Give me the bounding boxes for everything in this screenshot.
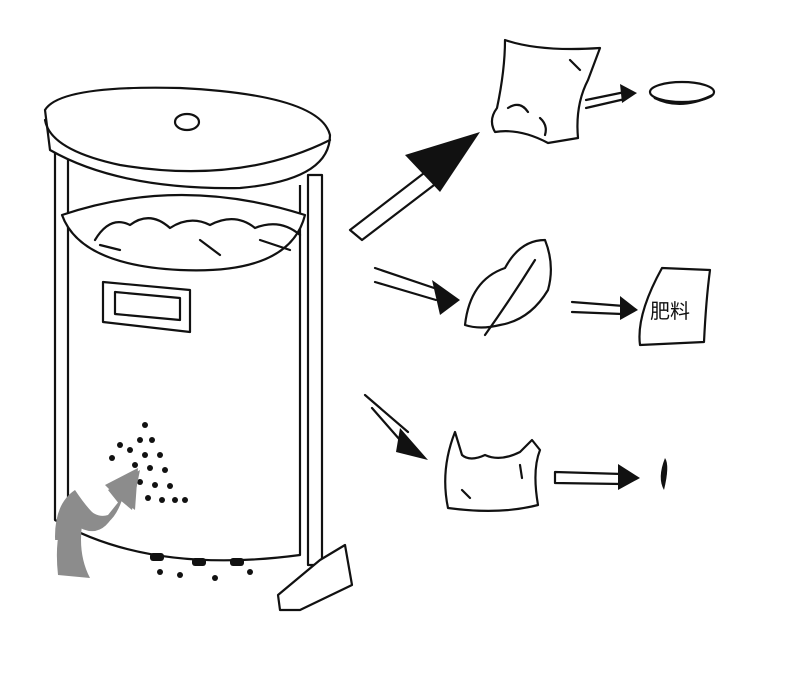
garbage-pile (93, 217, 302, 242)
arrow-to-bag (363, 393, 428, 460)
base-holes (150, 553, 253, 581)
bin-opening (60, 193, 307, 272)
flat-disc-icon (648, 80, 716, 106)
leaf-icon (463, 238, 552, 337)
arrow-leaf-to-fertilizer (570, 300, 626, 316)
bin-pole (306, 173, 324, 567)
foot-pedal (276, 543, 354, 612)
trash-bin (43, 86, 354, 612)
vent-holes (109, 422, 188, 503)
fertilizer-bag: 肥料 (638, 266, 712, 347)
plastic-bag-icon (444, 430, 542, 512)
arrow-to-paper (348, 132, 480, 242)
fertilizer-bag-label: 肥料 (650, 299, 690, 323)
arrow-bag-to-shard (553, 470, 624, 486)
small-shard-icon (660, 458, 668, 490)
arrow-to-leaf (373, 266, 460, 315)
lid-hole (173, 112, 201, 132)
arrow-paper-to-coin (584, 90, 627, 110)
bin-lid (43, 86, 332, 190)
crumpled-paper-icon (490, 38, 602, 145)
